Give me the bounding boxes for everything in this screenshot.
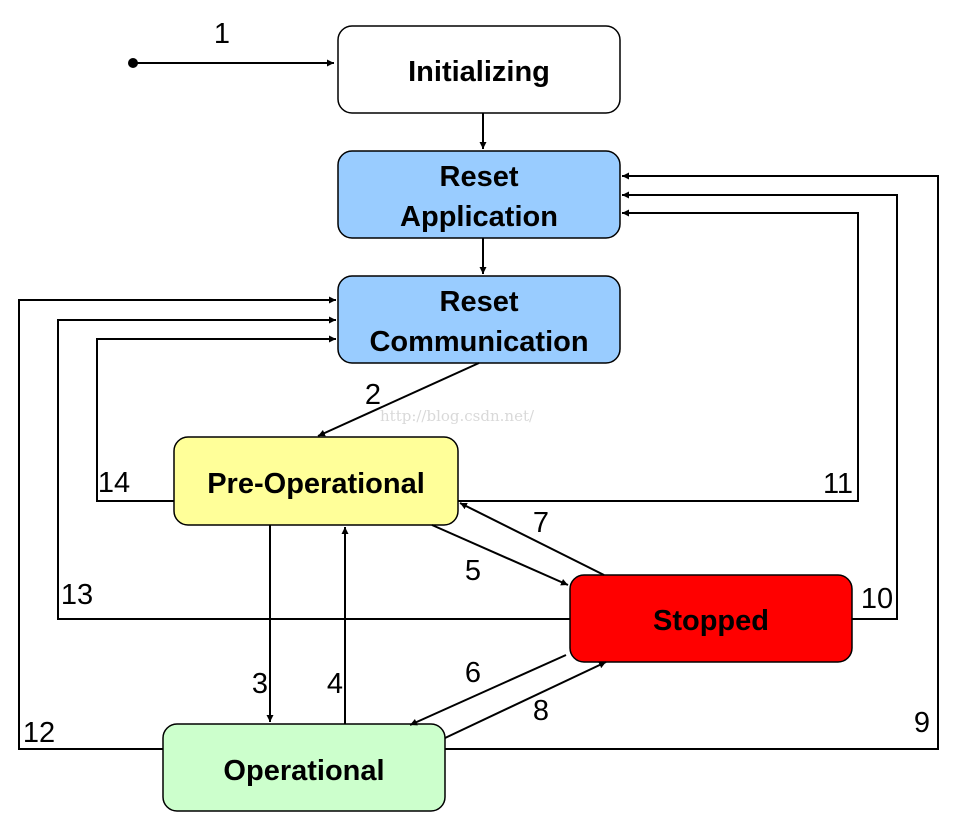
- state-reset-application: [337, 150, 621, 239]
- state-stopped-label: Stopped: [653, 605, 769, 637]
- edge-2: [317, 362, 480, 437]
- state-reset-communication-label-line2: Communication: [369, 326, 588, 358]
- state-pre-operational: [173, 436, 459, 526]
- edge-label-8: 8: [533, 695, 549, 727]
- edge-label-1: 1: [214, 18, 230, 50]
- edge-label-11: 11: [823, 468, 853, 500]
- edge-5: [431, 524, 569, 586]
- edge-9: [445, 172, 939, 750]
- edge-label-6: 6: [465, 657, 481, 689]
- edge-label-4: 4: [327, 668, 343, 700]
- edge-label-3: 3: [252, 668, 268, 700]
- edge-label-2: 2: [365, 379, 381, 411]
- edge-label-7: 7: [533, 507, 549, 539]
- edge-8: [444, 661, 607, 739]
- state-operational-label: Operational: [223, 755, 384, 787]
- edge-label-13: 13: [61, 579, 93, 611]
- edge-14: [96, 335, 336, 502]
- edge-11: [458, 209, 859, 502]
- state-reset-communication-label-line1: Reset: [440, 286, 519, 318]
- state-operational: [162, 723, 446, 812]
- watermark-text: http://blog.csdn.net/: [380, 407, 535, 425]
- state-initializing-label: Initializing: [408, 56, 550, 88]
- edge-13: [57, 316, 570, 620]
- edge-12: [18, 296, 336, 750]
- edge-label-9: 9: [914, 707, 930, 739]
- edge-label-12: 12: [23, 717, 55, 749]
- state-reset-application-label-line2: Application: [400, 201, 558, 233]
- edge-10: [622, 191, 898, 620]
- edge-label-14: 14: [98, 467, 130, 499]
- edge-label-5: 5: [465, 555, 481, 587]
- state-initializing: [337, 25, 621, 114]
- state-reset-application-label-line1: Reset: [440, 161, 519, 193]
- edge-label-10: 10: [861, 583, 893, 615]
- edge-7: [459, 502, 605, 576]
- state-pre-operational-label: Pre-Operational: [207, 468, 425, 500]
- edge-6: [409, 654, 567, 726]
